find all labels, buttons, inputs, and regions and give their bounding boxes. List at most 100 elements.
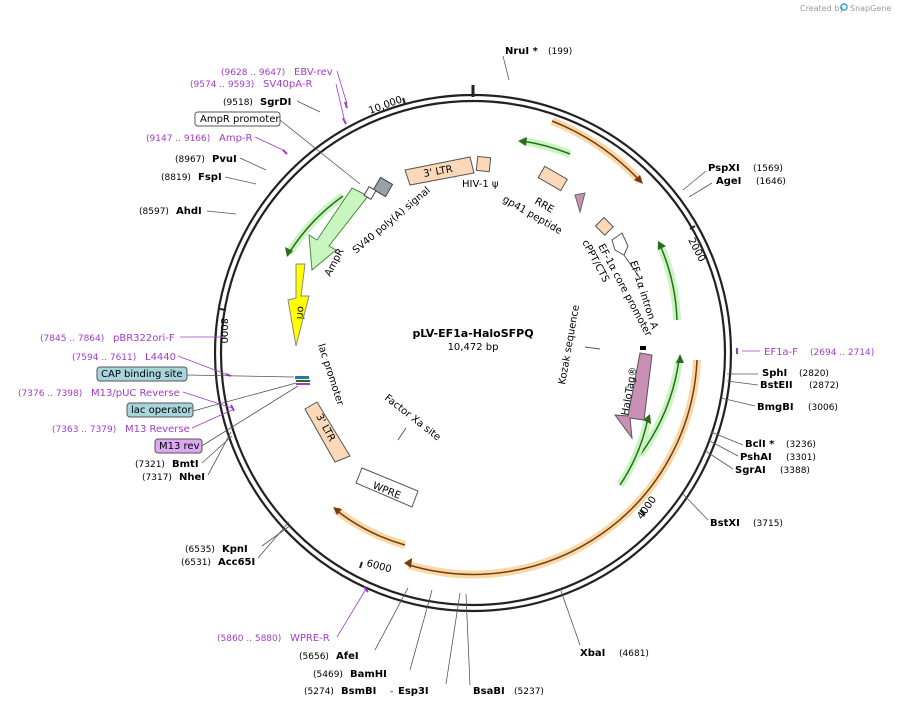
green-arc-3-head (676, 354, 684, 363)
enzyme-afei: AfeI (336, 651, 359, 662)
enzyme-bstxi-pos: (3715) (753, 519, 783, 529)
primer-pbr322ori-f: pBR322ori-F (113, 333, 175, 344)
orange-arc-1-head (634, 175, 643, 184)
enzyme-bcli: BclI * (745, 439, 775, 450)
primer-ebv-rev-range: (9628 .. 9647) (221, 68, 285, 78)
enzyme-agei-pos: (1646) (756, 177, 786, 187)
enzyme-fspi: FspI (198, 172, 222, 183)
hiv-psi-block (475, 155, 492, 173)
enzyme-xbai: XbaI (580, 648, 605, 659)
kozak-tick (584, 346, 601, 350)
enzyme-bmgbi: BmgBI (757, 402, 794, 413)
enzyme-fspi-pos: (8819) (161, 173, 191, 183)
primer-m13-puc: M13/pUC Reverse (91, 388, 180, 399)
enzyme-ahdi: AhdI (176, 206, 202, 217)
tick-6000-mark (359, 561, 363, 569)
lacp-label: lac promoter (315, 343, 346, 408)
ori-label: ori (294, 306, 306, 320)
ori-arrow (287, 263, 310, 347)
plasmid-size: 10,472 bp (448, 342, 499, 353)
enzyme-bmgbi-pos: (3006) (808, 403, 838, 413)
sv40-small-block (363, 185, 377, 201)
credit-text: Created by (800, 4, 844, 13)
primer-sv40pa-r: SV40pA-R (263, 79, 312, 90)
box-m13-rev (154, 438, 203, 454)
primer-amp-r: Amp-R (219, 133, 253, 144)
green-arc-3 (639, 359, 680, 456)
primer-ef1a-f-range: (2694 .. 2714) (810, 348, 874, 358)
kozak-label: Kozak sequence (557, 304, 582, 385)
enzyme-xbai-pos: (4681) (619, 649, 649, 659)
orange-arc-3 (335, 509, 406, 546)
primer-ebv-rev: EBV-rev (294, 67, 333, 78)
kozak-marker (640, 346, 646, 350)
enzyme-pvui-pos: (8967) (175, 155, 205, 165)
ltr3-block (304, 401, 351, 463)
enzyme-bmti-pos: (7321) (135, 460, 165, 470)
enzyme-kpni: KpnI (222, 544, 248, 555)
orange-arc-2 (408, 359, 698, 576)
tick-label-10000: 10,000 (367, 95, 404, 117)
enzyme-bmti: BmtI (172, 459, 199, 470)
enzyme-bamhi-pos: (5469) (313, 670, 343, 680)
enzyme-ahdi-pos: (8597) (139, 207, 169, 217)
sv40-block (372, 176, 394, 198)
ltr5-label: 3' LTR (423, 164, 454, 180)
enzyme-sgrdi: SgrDI (260, 97, 291, 108)
box-leader-lines (185, 119, 361, 448)
box-cap-binding (96, 366, 188, 382)
enzyme-agei: AgeI (716, 176, 741, 187)
primer-leader-lines (177, 70, 760, 638)
primer-amp-r-range: (9147 .. 9166) (146, 134, 210, 144)
enzyme-sgrai-pos: (3388) (780, 466, 810, 476)
enzyme-nhei-pos: (7317) (142, 473, 172, 483)
enzyme-pvui: PvuI (212, 154, 237, 165)
box-m13-rev-label: M13 rev (159, 441, 200, 452)
enzyme-separator: - (390, 687, 393, 697)
gp41-marker (574, 192, 586, 214)
box-ampr-promoter-label: AmpR promoter (200, 114, 280, 125)
box-lac-operator (126, 402, 194, 418)
green-arc-4-head (643, 414, 651, 424)
hiv-psi-label: HIV-1 ψ (462, 179, 499, 190)
ampr-arrow (308, 187, 369, 271)
tick-label-6000: 6000 (365, 558, 392, 575)
enzyme-bstxi: BstXI (710, 518, 740, 529)
enzyme-sphi: SphI (762, 368, 787, 379)
green-arc-1-glow (521, 137, 572, 158)
enzyme-bsmbi: BsmBI (341, 686, 376, 697)
enzyme-bcli-pos: (3236) (786, 440, 816, 450)
green-arc-2-head (658, 241, 666, 250)
ef1a-core-promoter-arrow (611, 232, 629, 256)
credit-brand: SnapGene (850, 4, 891, 13)
ltr5-block (404, 156, 475, 186)
primer-wpre-r-range: (5860 .. 5880) (217, 634, 281, 644)
enzyme-bsteii-pos: (2872) (809, 381, 839, 391)
enzyme-kpni-pos: (6535) (185, 545, 215, 555)
primer-wpre-r: WPRE-R (290, 633, 330, 644)
green-arc-1-head (518, 137, 527, 146)
green-arc-2 (659, 244, 678, 321)
leader-lines (201, 55, 759, 686)
green-arc-4 (619, 417, 649, 486)
tick-8000-mark (219, 308, 227, 311)
enzyme-nrui: NruI * (505, 46, 539, 57)
box-cap-binding-label: CAP binding site (101, 369, 183, 380)
factorxa-label: Factor Xa site (382, 393, 442, 444)
enzyme-pshai-pos: (3301) (786, 453, 816, 463)
orange-arc-3-head (333, 507, 342, 515)
backbone-inner (219, 99, 727, 607)
primer-sv40pa-r-range: (9574 .. 9593) (190, 80, 254, 90)
enzyme-pspxi-pos: (1569) (753, 164, 783, 174)
primer-m13-reverse: M13 Reverse (125, 424, 190, 435)
enzyme-nhei: NheI (179, 472, 205, 483)
enzyme-bsabi: BsaBI (473, 686, 505, 697)
green-arc-2-glow (656, 243, 681, 321)
lac-marker-1 (295, 376, 309, 379)
enzyme-sphi-pos: (2820) (799, 369, 829, 379)
tick-2000-mark (689, 225, 696, 230)
plasmid-name: pLV-EF1a-HaloSFPQ (412, 327, 533, 340)
lac-marker-2 (296, 380, 310, 382)
enzyme-pspxi: PspXI (708, 163, 740, 174)
